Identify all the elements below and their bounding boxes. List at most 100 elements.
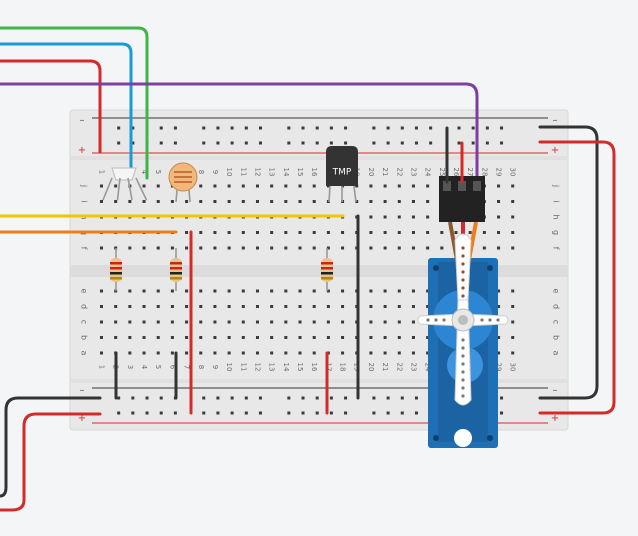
rail-hole[interactable] (287, 396, 291, 400)
breadboard-hole[interactable] (426, 231, 430, 234)
breadboard-hole[interactable] (156, 351, 160, 355)
rail-hole[interactable] (329, 396, 333, 400)
breadboard-hole[interactable] (170, 246, 174, 250)
breadboard-hole[interactable] (383, 320, 387, 324)
wires-over[interactable] (114, 126, 464, 415)
rail-hole[interactable] (344, 411, 348, 415)
breadboard-hole[interactable] (170, 351, 174, 355)
breadboard-hole[interactable] (426, 289, 430, 293)
breadboard-hole[interactable] (100, 305, 103, 308)
breadboard-hole[interactable] (128, 289, 132, 293)
breadboard-hole[interactable] (312, 336, 316, 339)
rail-hole[interactable] (301, 396, 305, 400)
breadboard-hole[interactable] (298, 184, 302, 188)
breadboard-hole[interactable] (199, 351, 203, 355)
rail-hole[interactable] (117, 126, 121, 130)
breadboard-hole[interactable] (284, 351, 288, 355)
rail-hole[interactable] (216, 396, 220, 400)
breadboard-hole[interactable] (270, 320, 274, 324)
rail-hole[interactable] (400, 411, 404, 415)
breadboard-hole[interactable] (426, 184, 430, 188)
breadboard-hole[interactable] (497, 200, 501, 203)
breadboard-hole[interactable] (255, 184, 259, 188)
rail-hole[interactable] (244, 141, 248, 145)
breadboard-hole[interactable] (185, 351, 189, 355)
breadboard-hole[interactable] (511, 231, 515, 234)
breadboard-hole[interactable] (397, 184, 401, 188)
rail-hole[interactable] (485, 141, 489, 145)
rail-hole[interactable] (145, 411, 149, 415)
rail-hole[interactable] (500, 141, 504, 145)
breadboard-hole[interactable] (397, 246, 401, 250)
breadboard-hole[interactable] (397, 351, 401, 355)
servo-horn[interactable] (454, 233, 472, 301)
breadboard-hole[interactable] (369, 184, 373, 188)
rail-hole[interactable] (159, 126, 163, 130)
breadboard-hole[interactable] (511, 184, 515, 188)
breadboard-hole[interactable] (383, 215, 387, 219)
breadboard-hole[interactable] (426, 305, 430, 308)
breadboard-hole[interactable] (411, 184, 415, 188)
resistor-icon[interactable] (170, 248, 182, 291)
breadboard-hole[interactable] (497, 336, 501, 339)
rail-hole[interactable] (429, 141, 433, 145)
breadboard-hole[interactable] (497, 351, 501, 355)
breadboard-hole[interactable] (426, 246, 430, 250)
rail-hole[interactable] (287, 126, 291, 130)
rail-hole[interactable] (131, 141, 135, 145)
breadboard-hole[interactable] (227, 246, 231, 250)
breadboard-hole[interactable] (511, 200, 515, 203)
breadboard-hole[interactable] (199, 320, 203, 324)
breadboard-hole[interactable] (369, 215, 373, 219)
breadboard-hole[interactable] (298, 289, 302, 293)
wire-blue[interactable] (0, 42, 133, 180)
breadboard-hole[interactable] (185, 231, 189, 234)
breadboard-hole[interactable] (312, 246, 316, 250)
breadboard-hole[interactable] (270, 305, 274, 308)
breadboard-hole[interactable] (440, 246, 444, 250)
breadboard-hole[interactable] (312, 231, 316, 234)
rail-hole[interactable] (131, 126, 135, 130)
rail-hole[interactable] (258, 141, 262, 145)
breadboard-hole[interactable] (114, 305, 118, 308)
breadboard-hole[interactable] (213, 320, 217, 324)
wire-purple[interactable] (0, 82, 479, 184)
rail-hole[interactable] (400, 126, 404, 130)
rail-hole[interactable] (230, 396, 234, 400)
breadboard-hole[interactable] (312, 289, 316, 293)
breadboard-hole[interactable] (114, 320, 118, 324)
breadboard-hole[interactable] (341, 351, 345, 355)
rail-hole[interactable] (429, 126, 433, 130)
breadboard-hole[interactable] (241, 200, 245, 203)
breadboard-hole[interactable] (369, 246, 373, 250)
breadboard-hole[interactable] (411, 246, 415, 250)
rail-hole[interactable] (287, 141, 291, 145)
breadboard-hole[interactable] (156, 289, 160, 293)
breadboard-hole[interactable] (326, 289, 330, 293)
micro-servo-icon[interactable] (417, 221, 509, 448)
breadboard-hole[interactable] (241, 336, 245, 339)
breadboard-hole[interactable] (383, 351, 387, 355)
breadboard-hole[interactable] (170, 336, 174, 339)
breadboard-hole[interactable] (100, 184, 103, 188)
breadboard-hole[interactable] (170, 200, 174, 203)
breadboard-hole[interactable] (128, 305, 132, 308)
breadboard-hole[interactable] (142, 320, 146, 324)
breadboard-hole[interactable] (270, 200, 274, 203)
breadboard-hole[interactable] (142, 336, 146, 339)
breadboard-hole[interactable] (142, 246, 146, 250)
breadboard-hole[interactable] (227, 200, 231, 203)
rail-hole[interactable] (329, 141, 333, 145)
breadboard-hole[interactable] (213, 305, 217, 308)
rail-hole[interactable] (400, 141, 404, 145)
breadboard-hole[interactable] (284, 336, 288, 339)
breadboard-hole[interactable] (511, 336, 515, 339)
breadboard-hole[interactable] (199, 289, 203, 293)
breadboard-hole[interactable] (468, 231, 472, 234)
rail-hole[interactable] (457, 141, 461, 145)
rail-hole[interactable] (414, 141, 418, 145)
breadboard-hole[interactable] (255, 231, 259, 234)
breadboard-hole[interactable] (156, 184, 160, 188)
breadboard-hole[interactable] (185, 289, 189, 293)
